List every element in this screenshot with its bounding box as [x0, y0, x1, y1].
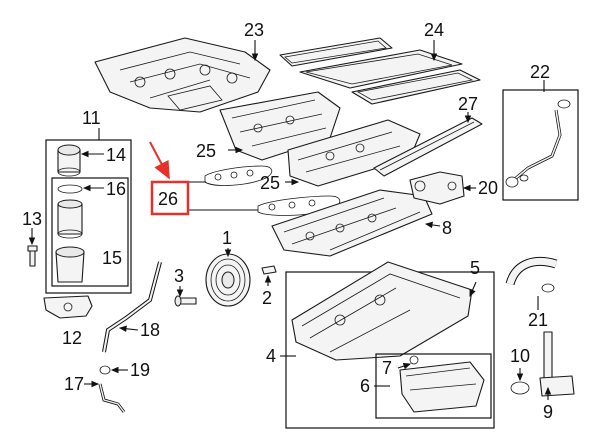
intake-manifold-lower	[271, 189, 433, 257]
dipstick-tube-box	[502, 89, 579, 201]
callout-8: 8	[442, 218, 452, 238]
callout-5: 5	[470, 258, 480, 278]
callout-25-lower: 25	[260, 173, 280, 193]
oil-cooler-gasket	[43, 295, 93, 319]
bolt	[27, 245, 38, 267]
callout-labels: 23 24 22 27 11 25 14 25 16 20 26 13 8 1 …	[22, 20, 553, 422]
callout-7: 7	[382, 358, 392, 378]
callout-27: 27	[458, 94, 478, 114]
callout-12: 12	[62, 328, 82, 348]
upper-oil-pan	[291, 261, 473, 361]
callout-2: 2	[262, 288, 272, 308]
callout-13: 13	[22, 209, 42, 229]
callout-24: 24	[424, 20, 444, 40]
highlight-arrow	[149, 141, 170, 180]
seal-washer	[99, 365, 111, 375]
pulley-bolt	[174, 295, 197, 307]
leader-lines	[28, 40, 552, 400]
oil-filter-o-ring	[57, 184, 83, 194]
callout-11: 11	[82, 108, 101, 128]
callout-20: 20	[478, 178, 498, 198]
thermostat-housing	[409, 171, 465, 205]
oil-filter-inner-box	[51, 177, 129, 287]
oil-filter-housing	[55, 246, 85, 283]
crankshaft-pulley	[205, 253, 251, 307]
sensor-o-ring	[510, 381, 530, 395]
callout-25-upper: 25	[196, 141, 216, 161]
callout-16: 16	[106, 179, 126, 199]
callout-15: 15	[102, 248, 122, 268]
oil-filter-box	[45, 139, 132, 294]
callout-4: 4	[266, 346, 276, 366]
highlight-box	[150, 180, 190, 216]
callout-22: 22	[530, 62, 550, 82]
callout-6: 6	[360, 376, 370, 396]
crank-key	[261, 265, 277, 275]
oil-pickup-tube	[505, 257, 558, 293]
dipstick-tube	[505, 99, 571, 188]
callout-21: 21	[528, 310, 548, 330]
valley-gasket-set	[279, 37, 481, 105]
callout-18: 18	[140, 320, 160, 340]
oil-pressure-tube	[98, 383, 126, 413]
oil-level-sensor	[539, 331, 575, 397]
callout-3: 3	[174, 266, 184, 286]
oil-filter-element	[57, 199, 83, 239]
upper-intake-manifold	[94, 37, 271, 113]
front-cover-strip	[373, 117, 483, 177]
callout-23: 23	[244, 20, 264, 40]
callout-9: 9	[543, 402, 553, 422]
oil-filter-cap	[57, 144, 81, 177]
callout-17: 17	[64, 374, 84, 394]
oil-cooler-hose	[102, 261, 162, 353]
callout-1: 1	[222, 228, 232, 248]
intake-gaskets	[204, 165, 341, 216]
lower-oil-pan	[399, 355, 485, 413]
callout-14: 14	[106, 145, 126, 165]
callout-19: 19	[130, 360, 150, 380]
callout-26: 26	[158, 189, 178, 209]
callout-10: 10	[510, 346, 530, 366]
